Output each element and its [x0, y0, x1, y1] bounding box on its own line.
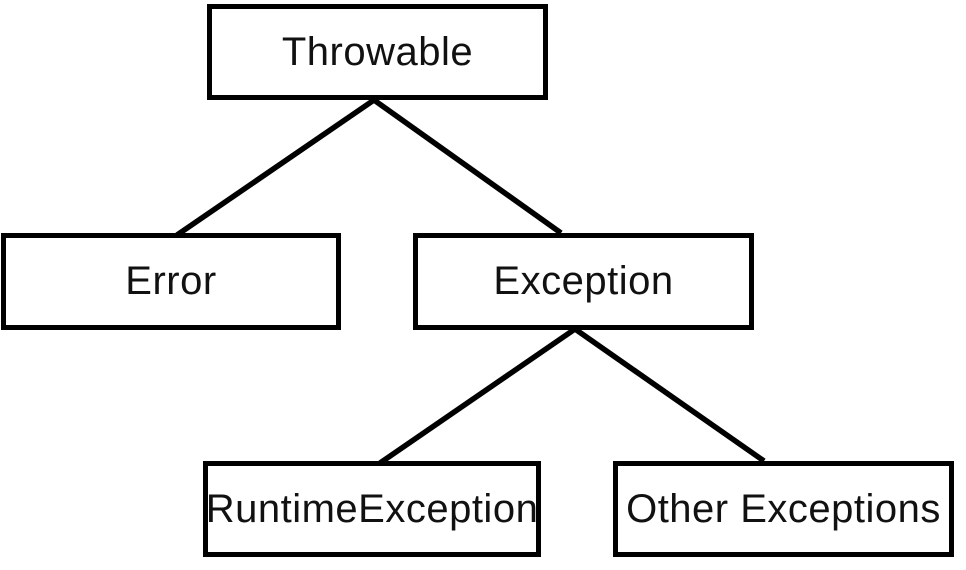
node-runtime-exception-label: RuntimeException	[205, 486, 539, 531]
node-error-label: Error	[125, 259, 217, 303]
node-throwable: Throwable	[207, 4, 548, 100]
node-runtime-exception: RuntimeException	[203, 461, 541, 557]
node-throwable-label: Throwable	[281, 29, 474, 74]
edge-exception-runtime	[378, 326, 577, 466]
node-other-exceptions: Other Exceptions	[613, 461, 954, 557]
edge-throwable-exception	[372, 97, 563, 236]
node-error: Error	[1, 233, 341, 330]
node-exception: Exception	[413, 233, 754, 330]
node-other-exceptions-label: Other Exceptions	[626, 486, 941, 531]
edge-throwable-error	[175, 97, 376, 238]
edge-exception-other	[573, 326, 766, 464]
node-exception-label: Exception	[493, 259, 674, 303]
